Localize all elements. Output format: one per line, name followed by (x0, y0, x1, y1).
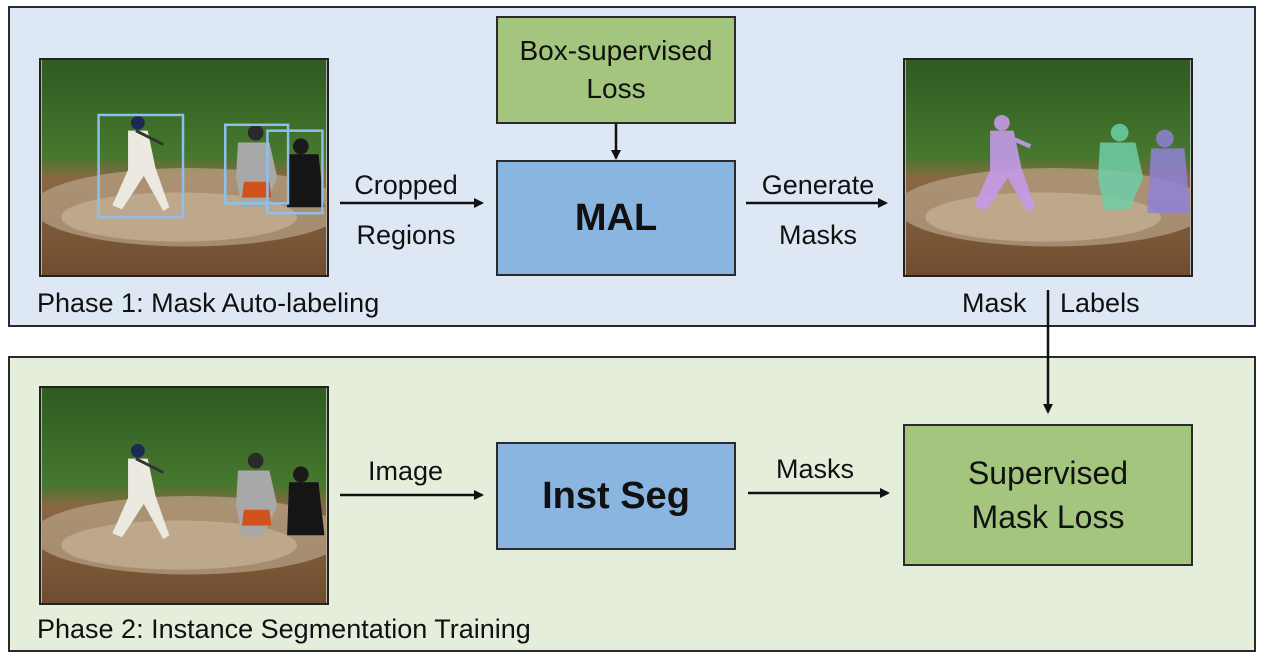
generate-label: Generate (761, 170, 875, 200)
box-supervised-loss-line2: Loss (586, 73, 646, 104)
batter-bbox (97, 113, 185, 219)
batter-mask (974, 114, 1036, 213)
generate-masks-label: Generate Masks (750, 160, 886, 260)
masks-label-1: Masks (778, 220, 857, 250)
regions-label: Regions (356, 220, 456, 250)
mask-word: Mask (962, 288, 1027, 318)
masks-label-2: Masks (776, 454, 855, 484)
umpire-figure (287, 138, 325, 208)
mal-box: MAL (496, 160, 736, 276)
catcher-mask (1098, 123, 1144, 210)
umpire-mask (1147, 129, 1191, 214)
inst-seg-box: Inst Seg (496, 442, 736, 550)
catcher-figure (236, 452, 278, 536)
cropped-label: Cropped (354, 170, 458, 200)
umpire-bbox (266, 129, 324, 215)
supervised-mask-loss-box: Supervised Mask Loss (903, 424, 1193, 566)
batter-figure (112, 443, 170, 540)
inst-seg-label: Inst Seg (542, 474, 690, 517)
box-supervised-loss-box: Box-supervised Loss (496, 16, 736, 124)
box-supervised-loss-line1: Box-supervised (519, 35, 713, 66)
phase1-title: Phase 1: Mask Auto-labeling (37, 288, 380, 318)
image-label: Image (368, 456, 444, 486)
labels-word: Labels (1060, 288, 1140, 318)
batter-figure (112, 115, 170, 212)
supervised-mask-loss-line2: Mask Loss (971, 499, 1125, 535)
mal-label: MAL (574, 196, 658, 239)
phase2-title: Phase 2: Instance Segmentation Training (37, 614, 531, 644)
supervised-mask-loss-line1: Supervised (967, 455, 1129, 491)
mask-labels-image (903, 58, 1193, 277)
catcher-bbox (224, 123, 290, 205)
cropped-regions-label: Cropped Regions (346, 160, 466, 260)
phase2-input-image (39, 386, 329, 605)
phase1-input-image (39, 58, 329, 277)
umpire-figure (287, 466, 325, 536)
